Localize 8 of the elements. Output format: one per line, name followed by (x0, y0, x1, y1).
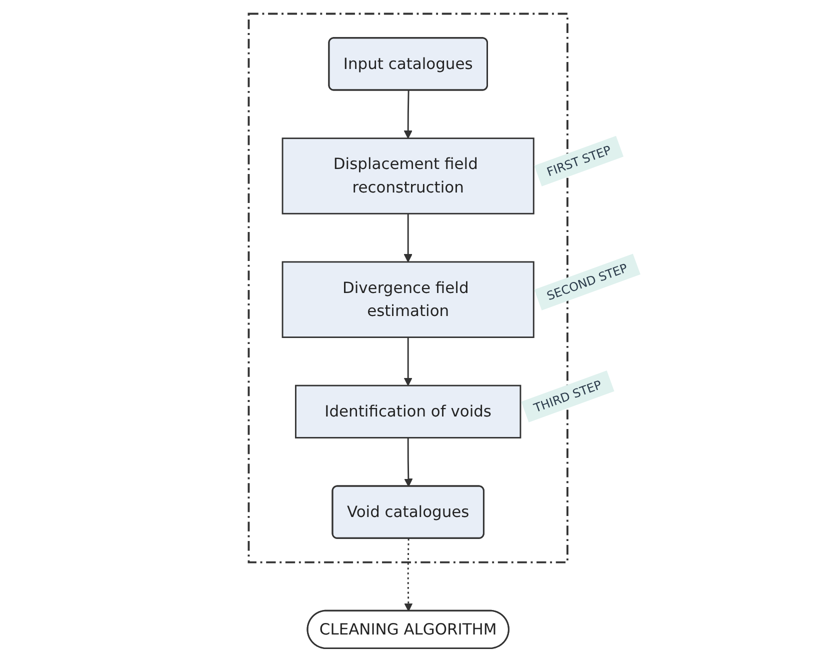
arrow (404, 538, 414, 611)
arrow (404, 90, 413, 138)
node-box: Identification of voids (295, 384, 522, 438)
arrow (404, 336, 413, 386)
node-box: Divergence field estimation (282, 260, 535, 338)
node-box: Displacement field reconstruction (282, 137, 535, 214)
arrow (404, 213, 413, 262)
arrow (404, 437, 414, 486)
